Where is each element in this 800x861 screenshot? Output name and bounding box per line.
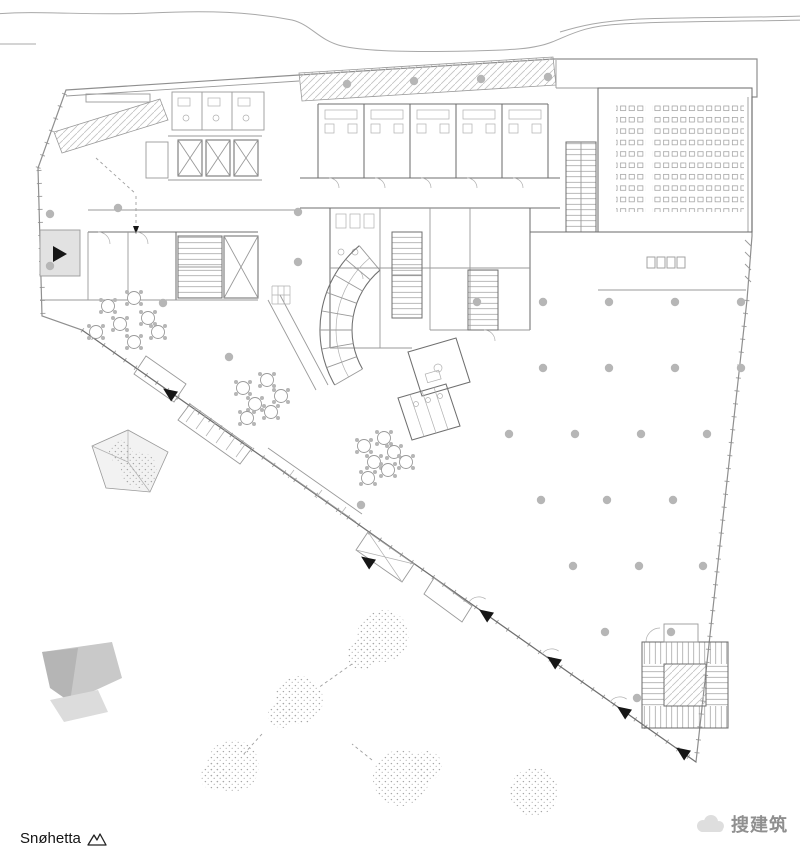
auditorium bbox=[597, 87, 753, 233]
auditorium-seats-right bbox=[652, 100, 744, 212]
room-band-north bbox=[300, 103, 560, 179]
facade-stair bbox=[177, 403, 253, 465]
west-stair-core bbox=[40, 231, 259, 301]
elevator-bank bbox=[145, 135, 262, 181]
southeast-stair-core bbox=[641, 623, 729, 729]
toilets-central bbox=[397, 337, 471, 441]
facade-mullion-ticks bbox=[35, 89, 750, 765]
landscape-shrubs bbox=[109, 440, 558, 816]
facade-vestibule-2 bbox=[423, 577, 473, 623]
facade-landing-cross bbox=[355, 531, 415, 583]
entry-notch bbox=[39, 229, 81, 277]
watermark-text: 搜建筑 bbox=[731, 815, 788, 835]
structural-columns bbox=[45, 72, 746, 703]
northwest-ramp bbox=[53, 93, 169, 234]
mini-grid bbox=[271, 285, 291, 305]
site-contour-lines bbox=[0, 11, 800, 52]
stage-zone bbox=[598, 239, 752, 291]
brand-label: Snøhetta bbox=[20, 830, 81, 847]
corridor-north bbox=[88, 207, 560, 211]
facade-vestibule-1 bbox=[133, 355, 187, 403]
entrance-arrow-west bbox=[53, 246, 67, 262]
auditorium-seats-left bbox=[616, 100, 646, 212]
curved-stair bbox=[319, 245, 381, 386]
south-facade-elements bbox=[133, 355, 473, 623]
walkways bbox=[261, 285, 363, 523]
auditorium-stair bbox=[530, 141, 598, 233]
footer: Snøhetta bbox=[20, 830, 109, 847]
wc-rooms-north bbox=[171, 91, 265, 131]
service-core-central bbox=[329, 208, 531, 349]
door-swings bbox=[97, 177, 661, 703]
landscape-dashed-links bbox=[241, 663, 373, 761]
control-desk bbox=[646, 256, 686, 269]
top-hatched-canopy bbox=[298, 56, 557, 102]
mountain-logo-icon bbox=[87, 832, 107, 846]
watermark: 搜建筑 bbox=[692, 811, 788, 837]
cloud-icon bbox=[697, 815, 724, 832]
